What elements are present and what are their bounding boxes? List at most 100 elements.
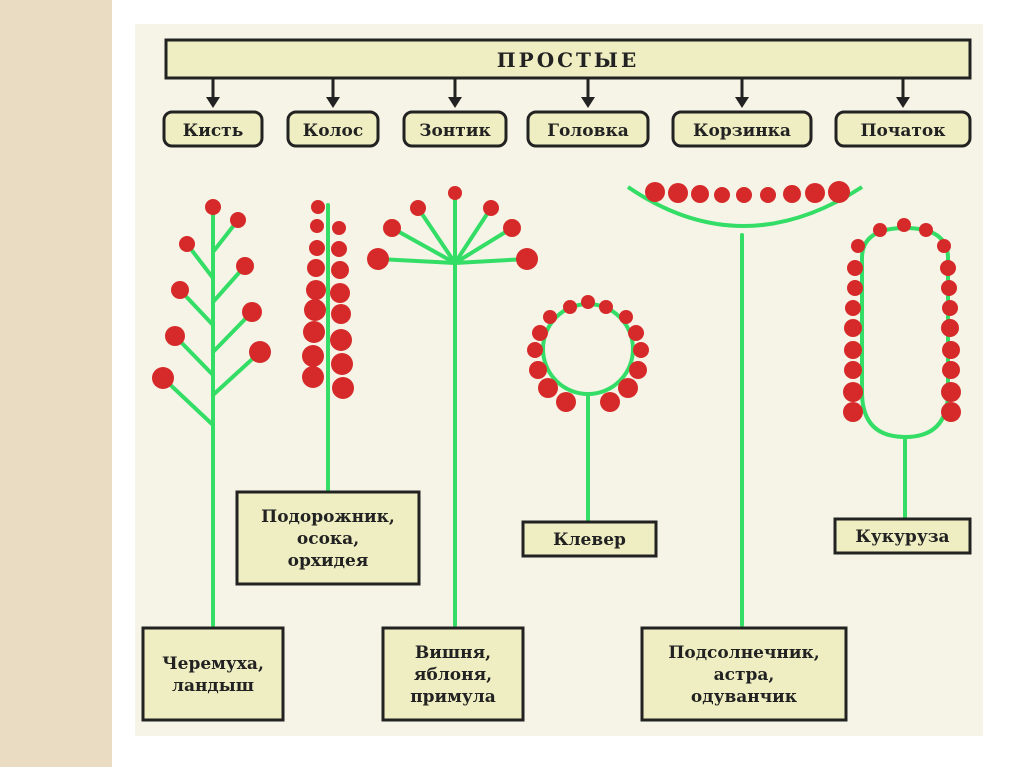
raceme-flower xyxy=(171,281,189,299)
example-text: орхидея xyxy=(288,551,369,571)
spike-flower xyxy=(304,299,326,321)
spadix-flower xyxy=(940,260,956,276)
example-text: Подорожник, xyxy=(261,507,395,527)
spadix-flower xyxy=(937,239,951,253)
arrow-head xyxy=(326,97,340,108)
basket-flower xyxy=(805,183,825,203)
example-box xyxy=(640,626,848,722)
basket-receptacle xyxy=(626,185,864,228)
example-box xyxy=(833,517,972,555)
spike-flower xyxy=(332,377,354,399)
umbel-flower xyxy=(448,186,462,200)
basket-flower xyxy=(760,187,776,203)
spike-flower xyxy=(331,353,353,375)
type-label-box xyxy=(526,110,650,148)
title-text: ПРОСТЫЕ xyxy=(497,48,639,72)
spadix-flower xyxy=(843,382,863,402)
title-group: ПРОСТЫЕ xyxy=(164,38,972,80)
raceme-flower xyxy=(205,199,221,215)
head-flower xyxy=(538,378,558,398)
spike-flower xyxy=(309,240,325,256)
head-flower xyxy=(599,300,613,314)
example-text: осока, xyxy=(297,529,359,549)
example-text: одуванчик xyxy=(691,687,798,707)
spadix-flower xyxy=(843,402,863,422)
head-flower xyxy=(556,392,576,412)
arrows-group xyxy=(206,78,910,108)
raceme-flower xyxy=(152,367,174,389)
type-label-box xyxy=(671,110,813,148)
spadix-flower xyxy=(942,341,960,359)
umbel-flower xyxy=(483,200,499,216)
spadix-flower xyxy=(897,218,911,232)
head-flower xyxy=(529,361,547,379)
arrow-head xyxy=(581,97,595,108)
basket-flower xyxy=(828,181,850,203)
spike-flower xyxy=(302,366,324,388)
head-flower xyxy=(619,310,633,324)
basket-flower xyxy=(714,187,730,203)
spike-flower xyxy=(331,304,351,324)
umbel-ray xyxy=(453,226,514,265)
head-flower xyxy=(581,295,595,309)
head-flower xyxy=(618,378,638,398)
spadix-flower xyxy=(845,300,861,316)
example-text: Подсолнечник, xyxy=(668,643,819,663)
spadix-axis xyxy=(860,225,950,440)
raceme-flower xyxy=(230,212,246,228)
spike-flower xyxy=(330,329,352,351)
example-box xyxy=(521,520,658,558)
arrow-head xyxy=(206,97,220,108)
type-label-text: Кисть xyxy=(183,121,244,141)
background-strip xyxy=(0,0,112,767)
head-flower xyxy=(628,325,644,341)
basket-flower xyxy=(736,187,752,203)
umbel-ray xyxy=(376,257,457,265)
spadix-flower xyxy=(942,300,958,316)
umbel-ray xyxy=(453,257,529,265)
type-label-text: Головка xyxy=(547,121,629,141)
type-label-box xyxy=(834,110,972,148)
flowers-group xyxy=(152,181,961,422)
example-text: Кукуруза xyxy=(855,527,949,547)
spadix-flower xyxy=(844,319,862,337)
spadix-flower xyxy=(847,260,863,276)
spadix-flower xyxy=(919,223,933,237)
umbel-ray xyxy=(453,206,493,265)
arrow-head xyxy=(735,97,749,108)
spike-flower xyxy=(303,321,325,343)
type-label-text: Початок xyxy=(861,121,947,141)
arrow-head xyxy=(448,97,462,108)
type-label-box xyxy=(162,110,264,148)
spike-flower xyxy=(311,200,325,214)
raceme-branch xyxy=(161,376,215,427)
spadix-flower xyxy=(942,361,960,379)
example-box xyxy=(141,626,285,722)
title-box xyxy=(164,38,972,80)
basket-flower xyxy=(783,185,801,203)
arrow-head xyxy=(896,97,910,108)
spike-flower xyxy=(331,241,347,257)
umbel-ray xyxy=(416,206,457,265)
example-text: Клевер xyxy=(553,530,626,550)
spadix-flower xyxy=(873,223,887,237)
example-box xyxy=(381,626,525,722)
spadix-flower xyxy=(941,402,961,422)
spadix-flower xyxy=(844,361,862,379)
spike-flower xyxy=(330,283,350,303)
spike-flower xyxy=(310,219,324,233)
example-text: астра, xyxy=(714,665,775,685)
example-text: ландыш xyxy=(172,676,254,696)
basket-flower xyxy=(668,183,688,203)
type-label-box xyxy=(286,110,380,148)
example-text: примула xyxy=(410,687,496,707)
head-flower xyxy=(633,342,649,358)
head-flower xyxy=(543,310,557,324)
raceme-flower xyxy=(242,302,262,322)
raceme-flower xyxy=(236,257,254,275)
raceme-flower xyxy=(179,236,195,252)
example-text: Черемуха, xyxy=(162,654,264,674)
type-label-box xyxy=(402,110,508,148)
spike-flower xyxy=(307,259,325,277)
